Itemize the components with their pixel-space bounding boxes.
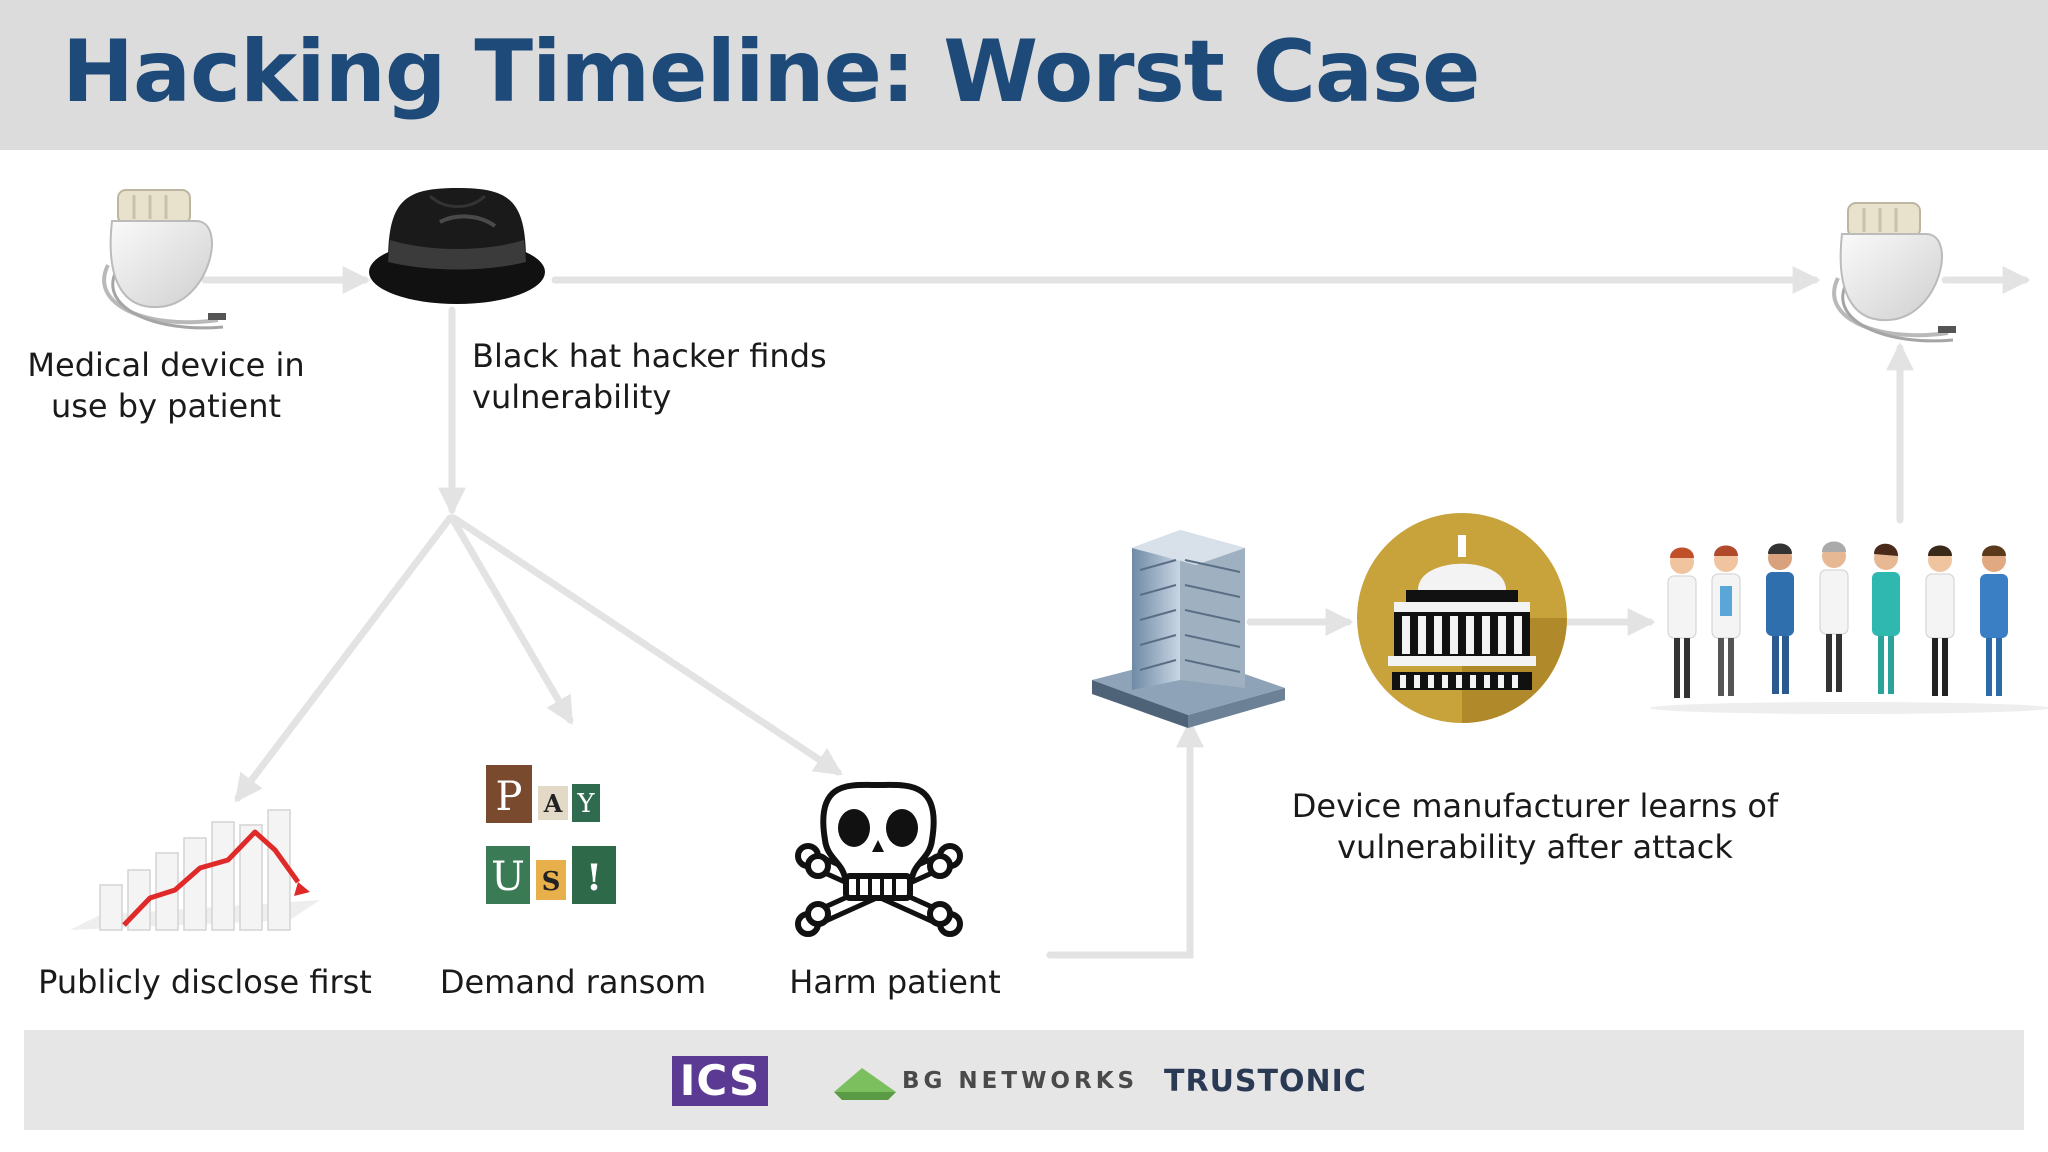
- label-device: Medical device in use by patient: [20, 345, 312, 427]
- skull-crossbones-icon: [795, 781, 963, 937]
- ransom-letter: A: [543, 789, 563, 818]
- label-disclose: Publicly disclose first: [38, 963, 372, 1001]
- label-device-line1: Medical device in: [27, 346, 305, 384]
- label-ransom: Demand ransom: [439, 963, 707, 1001]
- ransom-letter: S: [542, 867, 561, 897]
- ransom-letter: Y: [576, 789, 595, 819]
- pacemaker-icon: [1832, 202, 1956, 343]
- footer-logo-bar: ICS BG NETWORKS TRUSTONIC: [24, 1030, 2024, 1130]
- label-hacker-line1: Black hat hacker finds: [472, 337, 827, 375]
- label-manufacturer: Device manufacturer learns of vulnerabil…: [1240, 786, 1830, 868]
- bg-networks-mountain-icon: [834, 1068, 896, 1100]
- header-bar: Hacking Timeline: Worst Case: [0, 0, 2048, 150]
- arrow-to-disclose: [234, 514, 454, 803]
- ransom-letter: P: [496, 774, 523, 820]
- arrow-to-harm: [450, 514, 843, 776]
- ransom-letter: !: [586, 857, 602, 899]
- medical-staff-icon: [1650, 541, 2048, 714]
- arrow-to-ransom: [448, 514, 574, 725]
- label-manufacturer-line2: vulnerability after attack: [1337, 828, 1733, 866]
- label-device-line2: use by patient: [50, 387, 282, 425]
- trustonic-logo: TRUSTONIC: [1164, 1064, 1367, 1099]
- label-harm: Harm patient: [789, 963, 1001, 1001]
- ransom-letter: U: [491, 854, 525, 900]
- page-title: Hacking Timeline: Worst Case: [62, 22, 1480, 122]
- bg-networks-logo: BG NETWORKS: [832, 1060, 1134, 1104]
- capitol-dome-icon: [1357, 513, 1567, 723]
- office-building-icon: [1092, 530, 1285, 728]
- ransom-letters-icon: P A Y U S !: [486, 765, 616, 904]
- ics-logo: ICS: [672, 1056, 768, 1106]
- pacemaker-icon: [102, 189, 226, 330]
- black-fedora-icon: [369, 188, 545, 304]
- label-hacker: Black hat hacker finds vulnerability: [472, 336, 827, 418]
- label-manufacturer-line1: Device manufacturer learns of: [1291, 787, 1779, 825]
- label-hacker-line2: vulnerability: [472, 378, 672, 416]
- flow-arrows: [201, 266, 2031, 959]
- bg-networks-text: BG NETWORKS: [902, 1068, 1139, 1094]
- arrow-harm-to-manufacturer: [1046, 719, 1204, 959]
- declining-chart-icon: [70, 809, 320, 931]
